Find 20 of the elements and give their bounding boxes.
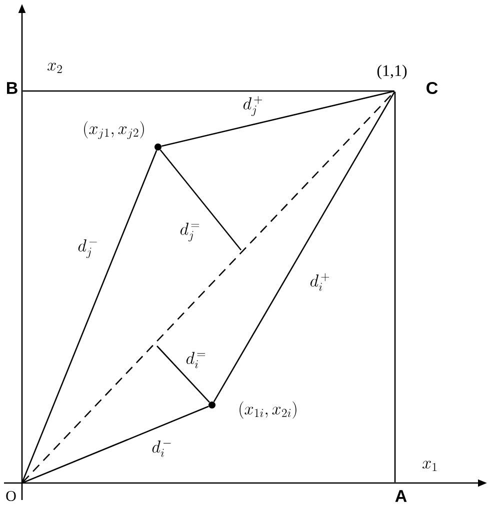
edge-label: $d_i^{\,+}$ xyxy=(308,272,332,292)
edge-label: $d_i^{\,=}$ xyxy=(184,350,208,370)
line xyxy=(394,92,396,482)
line xyxy=(213,91,396,402)
corner-label: O xyxy=(6,490,16,502)
corner-label: A xyxy=(395,490,407,502)
line xyxy=(22,90,394,92)
corner-label: B xyxy=(7,82,18,94)
axis-label: $x_2$ xyxy=(48,62,62,74)
line xyxy=(161,90,394,147)
edge-label: $d_j^{\,-}$ xyxy=(76,237,100,259)
edge-label: $d_j^{\,=}$ xyxy=(178,222,202,242)
axis-label: $x_1$ xyxy=(422,460,437,472)
line xyxy=(22,150,158,483)
line xyxy=(22,406,209,484)
edge-label: $d_i^{\,-}$ xyxy=(150,438,174,458)
line xyxy=(160,149,242,250)
corner-label: C (1,1) xyxy=(377,64,438,94)
edge-label: $d_j^{\,+}$ xyxy=(242,95,264,117)
line xyxy=(156,346,210,403)
